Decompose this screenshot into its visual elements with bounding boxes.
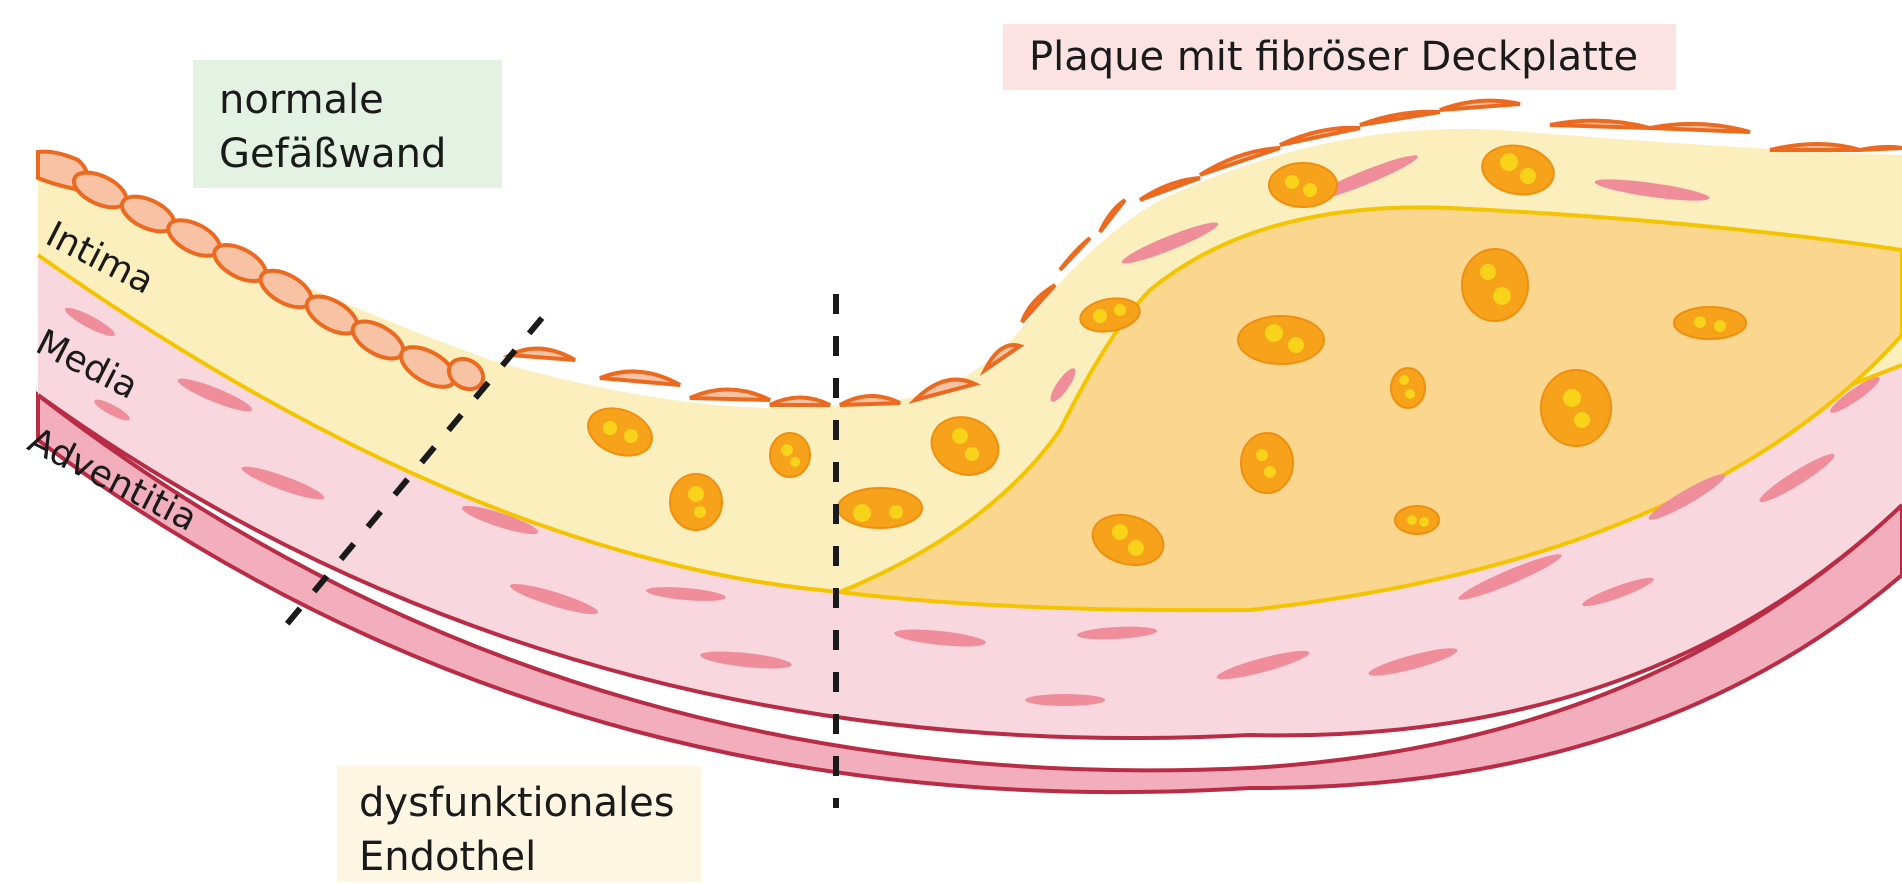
plaque-label: Plaque mit fibröser Deckplatte bbox=[1003, 24, 1676, 90]
dysfunctional-label-line2: Endothel bbox=[359, 830, 701, 884]
plaque-label-text: Plaque mit fibröser Deckplatte bbox=[1029, 34, 1638, 80]
normal-wall-label: normale Gefäßwand bbox=[193, 60, 502, 188]
dysfunctional-endothelium-label: dysfunktionales Endothel bbox=[337, 766, 701, 882]
normal-wall-label-line1: normale bbox=[219, 73, 502, 127]
normal-wall-label-line2: Gefäßwand bbox=[219, 127, 502, 181]
dysfunctional-label-line1: dysfunktionales bbox=[359, 776, 701, 830]
